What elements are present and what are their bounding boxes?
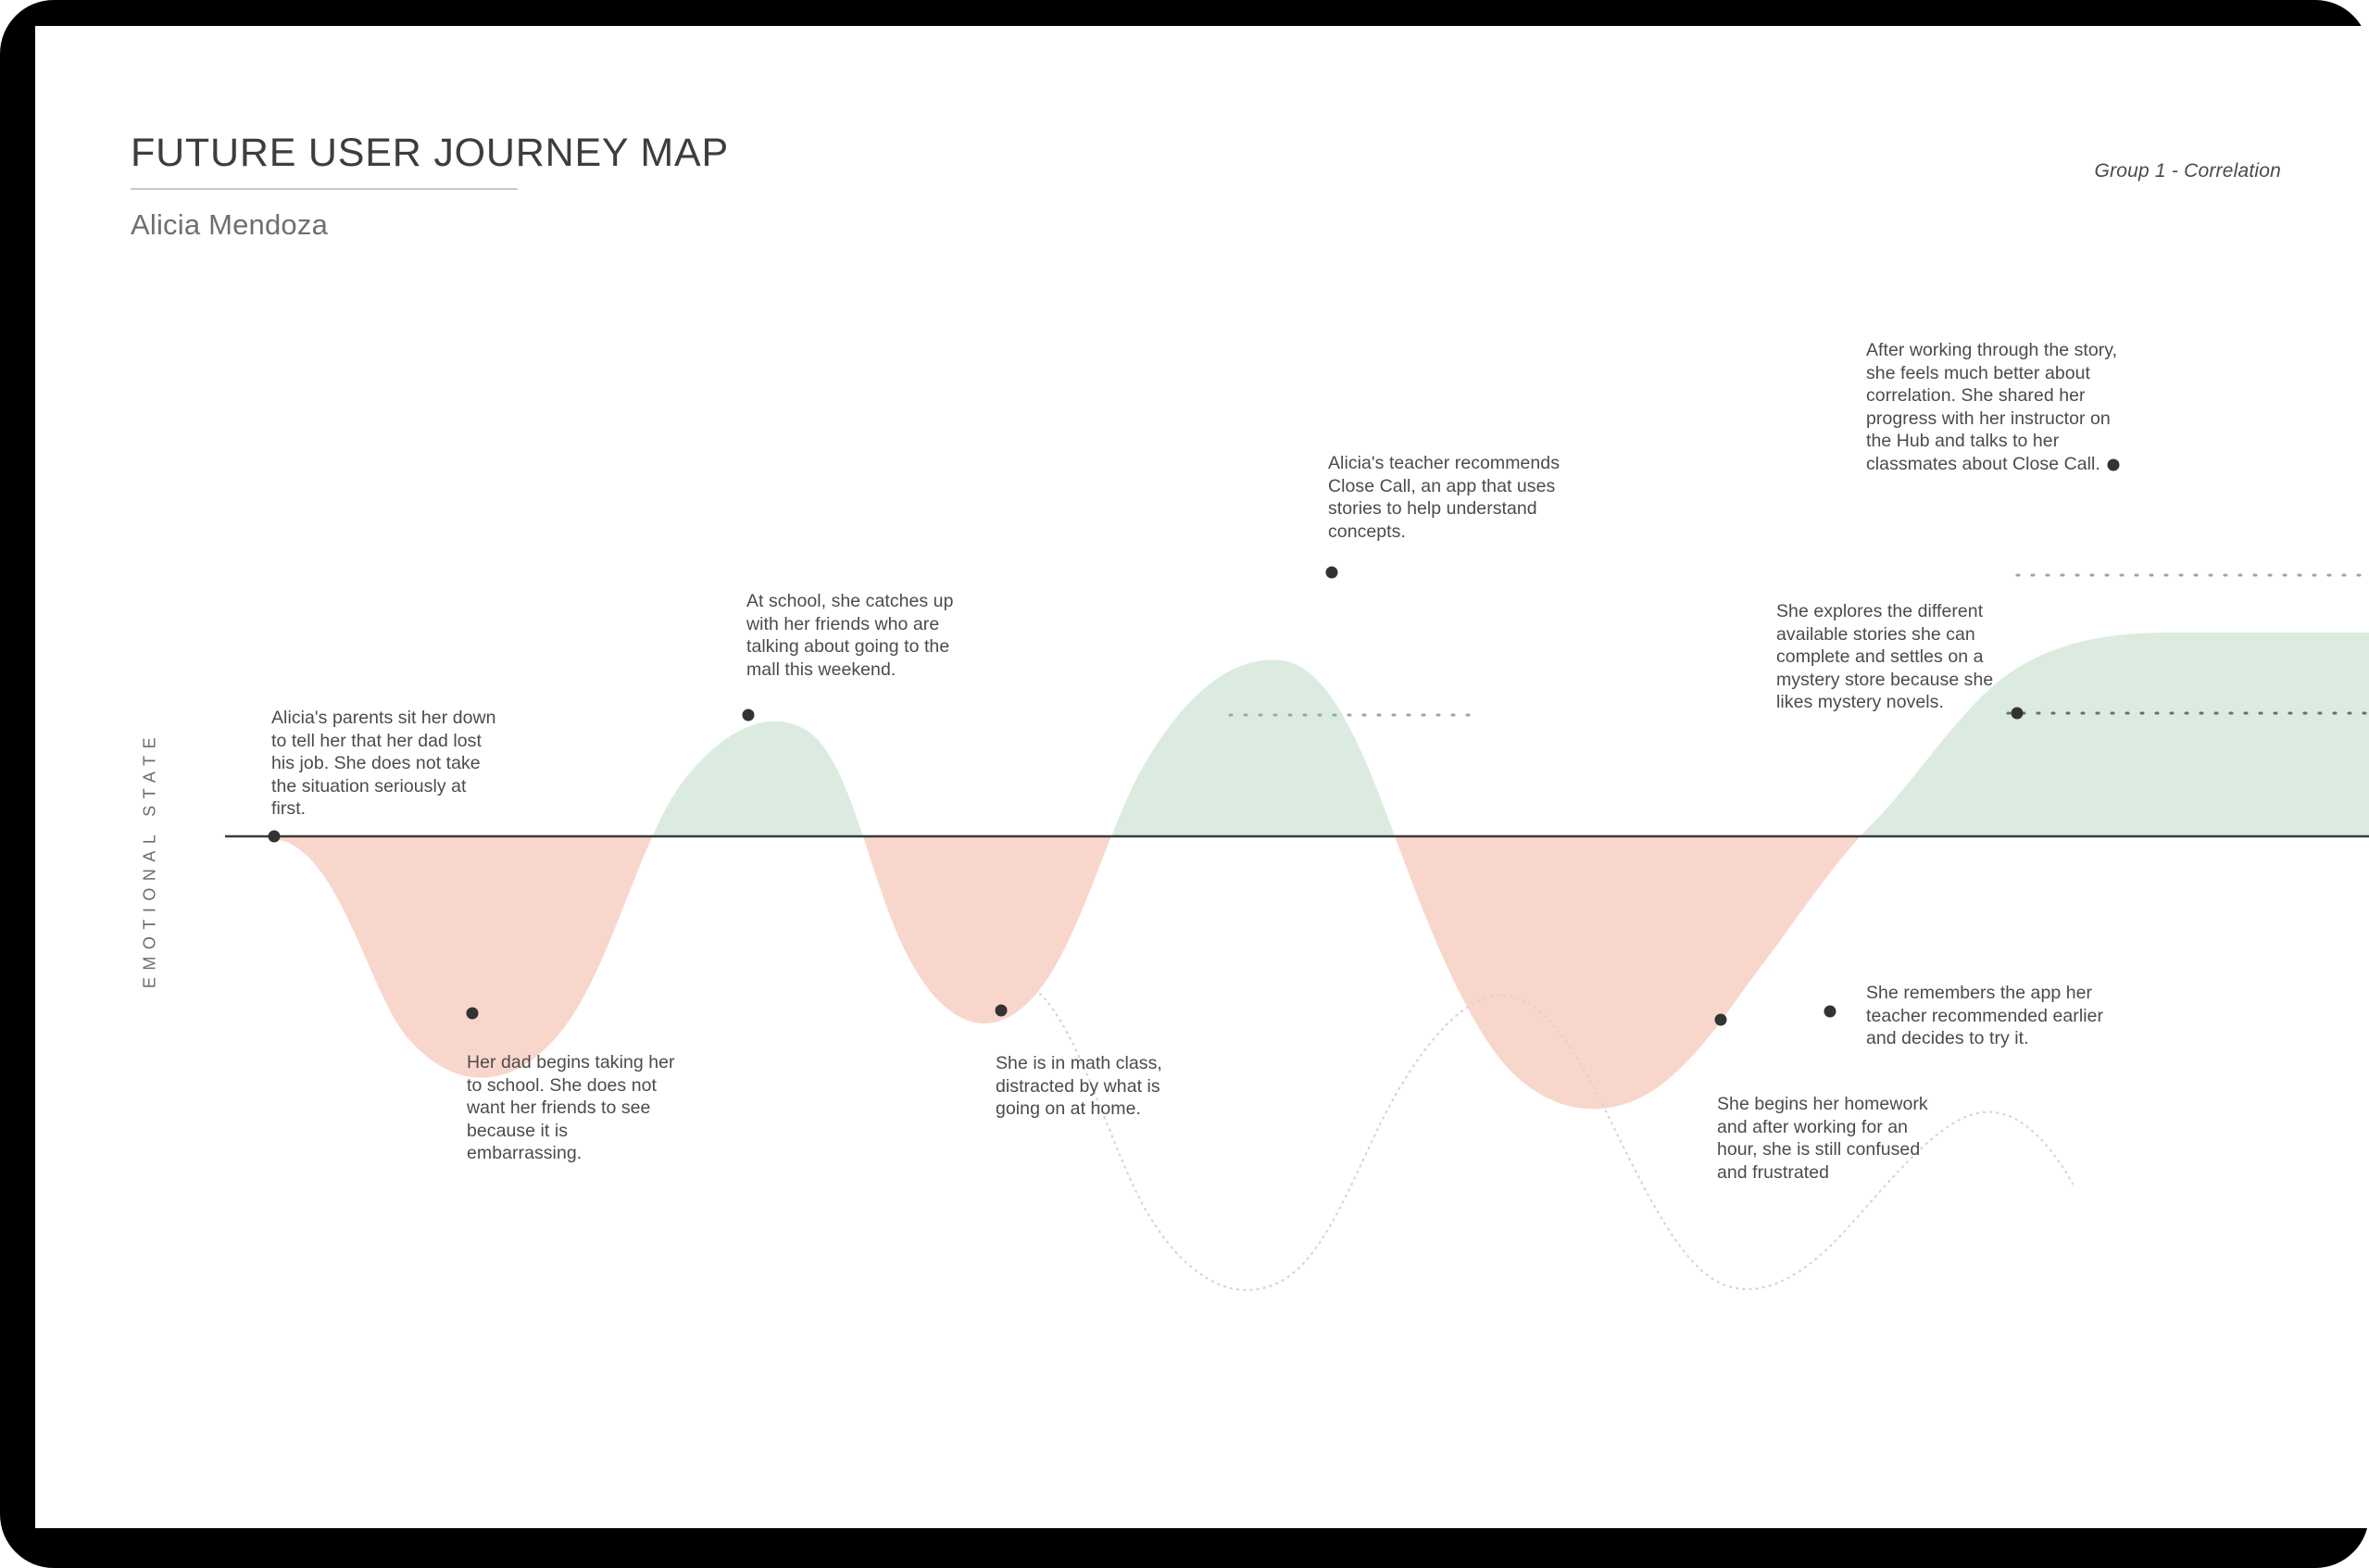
data-point-4 xyxy=(995,1004,1008,1017)
slide-canvas: FUTURE USER JOURNEY MAP Alicia Mendoza G… xyxy=(35,26,2369,1528)
annotation-homework-frustrated: She begins her homework and after workin… xyxy=(1717,1094,1928,1183)
ghost-current-state-curve xyxy=(1038,992,2074,1291)
data-point-8 xyxy=(2011,707,2024,720)
header: FUTURE USER JOURNEY MAP Alicia Mendoza xyxy=(131,132,779,242)
negative-emotion-area xyxy=(190,836,2369,1110)
journey-chart xyxy=(35,26,2369,1528)
data-point-markers xyxy=(268,458,2120,1026)
page-subtitle: Alicia Mendoza xyxy=(131,208,329,242)
title-divider xyxy=(131,188,518,191)
annotation-math-class: She is in math class, distracted by what… xyxy=(996,1053,1162,1120)
data-point-7 xyxy=(1824,1005,1836,1018)
data-point-9 xyxy=(2107,458,2120,471)
annotation-feels-better: After working through the story, she fee… xyxy=(1866,340,2118,474)
data-point-2 xyxy=(466,1007,479,1020)
data-point-3 xyxy=(742,709,755,721)
annotation-dad-drives-school: Her dad begins taking her to school. She… xyxy=(467,1052,675,1164)
data-point-6 xyxy=(1714,1013,1727,1026)
group-label: Group 1 - Correlation xyxy=(2094,160,2281,182)
annotation-teacher-recommends: Alicia's teacher recommends Close Call, … xyxy=(1328,453,1561,542)
page-title: FUTURE USER JOURNEY MAP xyxy=(131,131,729,175)
data-point-1 xyxy=(268,830,281,843)
data-point-5 xyxy=(1325,566,1338,579)
annotation-remembers-app: She remembers the app her teacher recomm… xyxy=(1866,983,2104,1049)
guide-lines xyxy=(1228,573,2369,717)
annotation-friends-mall: At school, she catches up with her frien… xyxy=(746,591,954,680)
positive-emotion-area xyxy=(190,633,2369,836)
annotation-parents-job-loss: Alicia's parents sit her down to tell he… xyxy=(271,708,496,820)
annotation-explores-stories: She explores the different available sto… xyxy=(1776,601,1994,713)
